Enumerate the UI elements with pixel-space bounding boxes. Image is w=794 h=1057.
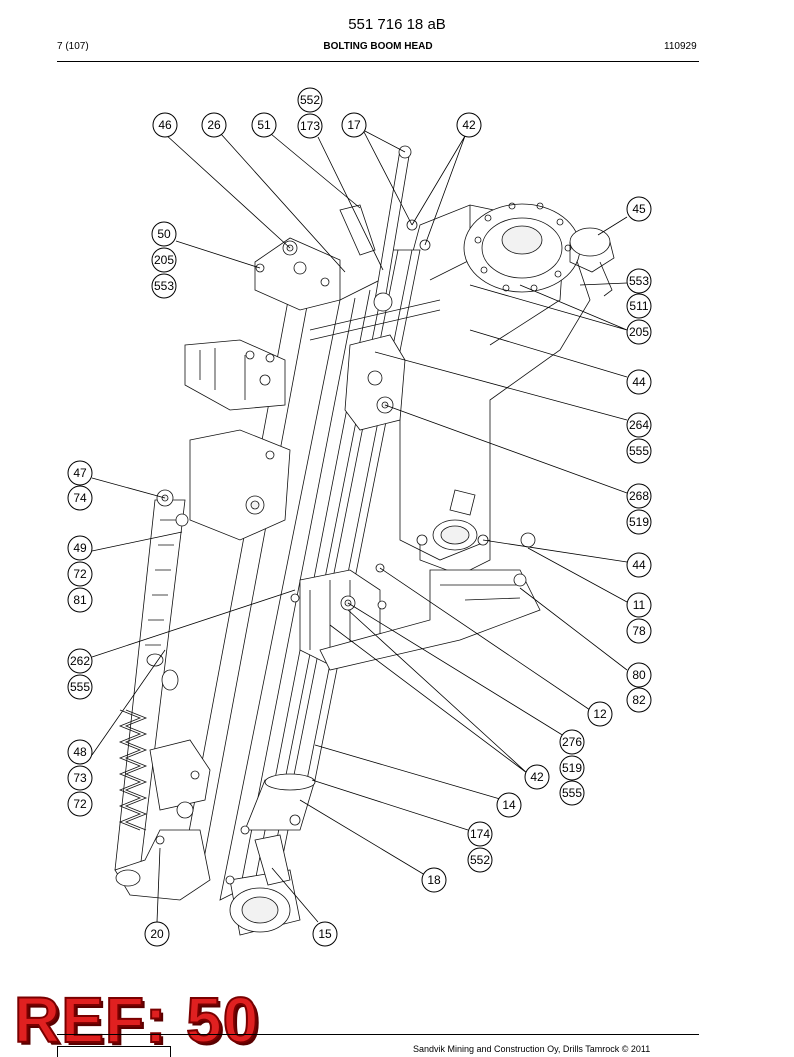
document-date: 110929 <box>664 41 697 52</box>
document-number: 551 716 18 aB <box>348 16 446 33</box>
callout-label: 51 <box>257 118 271 132</box>
callout-label: 553 <box>154 279 174 293</box>
hose-clamp <box>569 227 611 257</box>
callout-label: 552 <box>470 853 490 867</box>
callout-label: 42 <box>530 770 544 784</box>
lower-end-bracket <box>114 829 211 901</box>
callout-label: 173 <box>300 119 320 133</box>
callout-label: 26 <box>207 118 221 132</box>
callout-label: 14 <box>502 798 516 812</box>
callout-label: 555 <box>70 680 90 694</box>
callout-label: 264 <box>629 418 649 432</box>
callout-label: 48 <box>73 745 87 759</box>
callout-label: 46 <box>158 118 172 132</box>
callout-label: 262 <box>70 654 90 668</box>
footer-divider <box>57 1034 699 1035</box>
leader-lines <box>91 129 628 923</box>
callout-label: 73 <box>73 771 87 785</box>
left-upper-bracket <box>184 339 286 411</box>
callout-label: 45 <box>632 202 646 216</box>
callout-label: 17 <box>347 118 361 132</box>
header-divider <box>57 61 699 62</box>
callout-label: 519 <box>562 761 582 775</box>
brand-logo <box>57 1046 171 1057</box>
callout-label: 555 <box>562 786 582 800</box>
callout-label: 78 <box>632 624 646 638</box>
callout-label: 44 <box>632 375 646 389</box>
callout-balloons: 552 46 26 51 173 17 42 45 50 205 553 553… <box>67 87 652 947</box>
page-number: 7 (107) <box>57 41 89 52</box>
callout-label: 555 <box>629 444 649 458</box>
callout-label: 519 <box>629 515 649 529</box>
callout-label: 11 <box>633 598 646 612</box>
callout-label: 80 <box>632 668 646 682</box>
boom-head-illustration <box>114 145 615 936</box>
callout-label: 20 <box>150 927 164 941</box>
callout-label: 15 <box>318 927 332 941</box>
callout-label: 268 <box>629 489 649 503</box>
callout-label: 205 <box>154 253 174 267</box>
callout-label: 12 <box>593 707 607 721</box>
callout-label: 276 <box>562 735 582 749</box>
callout-label: 49 <box>73 541 87 555</box>
reference-stamp: REF: 50 <box>13 983 260 1057</box>
coil-spring <box>118 709 142 831</box>
callout-label: 72 <box>73 567 87 581</box>
callout-label: 82 <box>632 693 646 707</box>
page-title: BOLTING BOOM HEAD <box>323 41 433 52</box>
footer-copyright: Sandvik Mining and Construction Oy, Dril… <box>413 1044 651 1054</box>
callout-label: 205 <box>629 325 649 339</box>
callout-label: 81 <box>73 593 87 607</box>
callout-label: 511 <box>629 299 648 313</box>
callout-label: 47 <box>73 466 87 480</box>
callout-label: 553 <box>629 274 649 288</box>
callout-label: 44 <box>632 558 646 572</box>
callout-label: 174 <box>470 827 490 841</box>
callout-label: 74 <box>73 491 87 505</box>
callout-label: 18 <box>427 873 441 887</box>
top-bracket <box>254 237 341 311</box>
callout-label: 42 <box>462 118 476 132</box>
callout-label: 552 <box>300 93 320 107</box>
callout-label: 50 <box>157 227 171 241</box>
callout-label: 72 <box>73 797 87 811</box>
